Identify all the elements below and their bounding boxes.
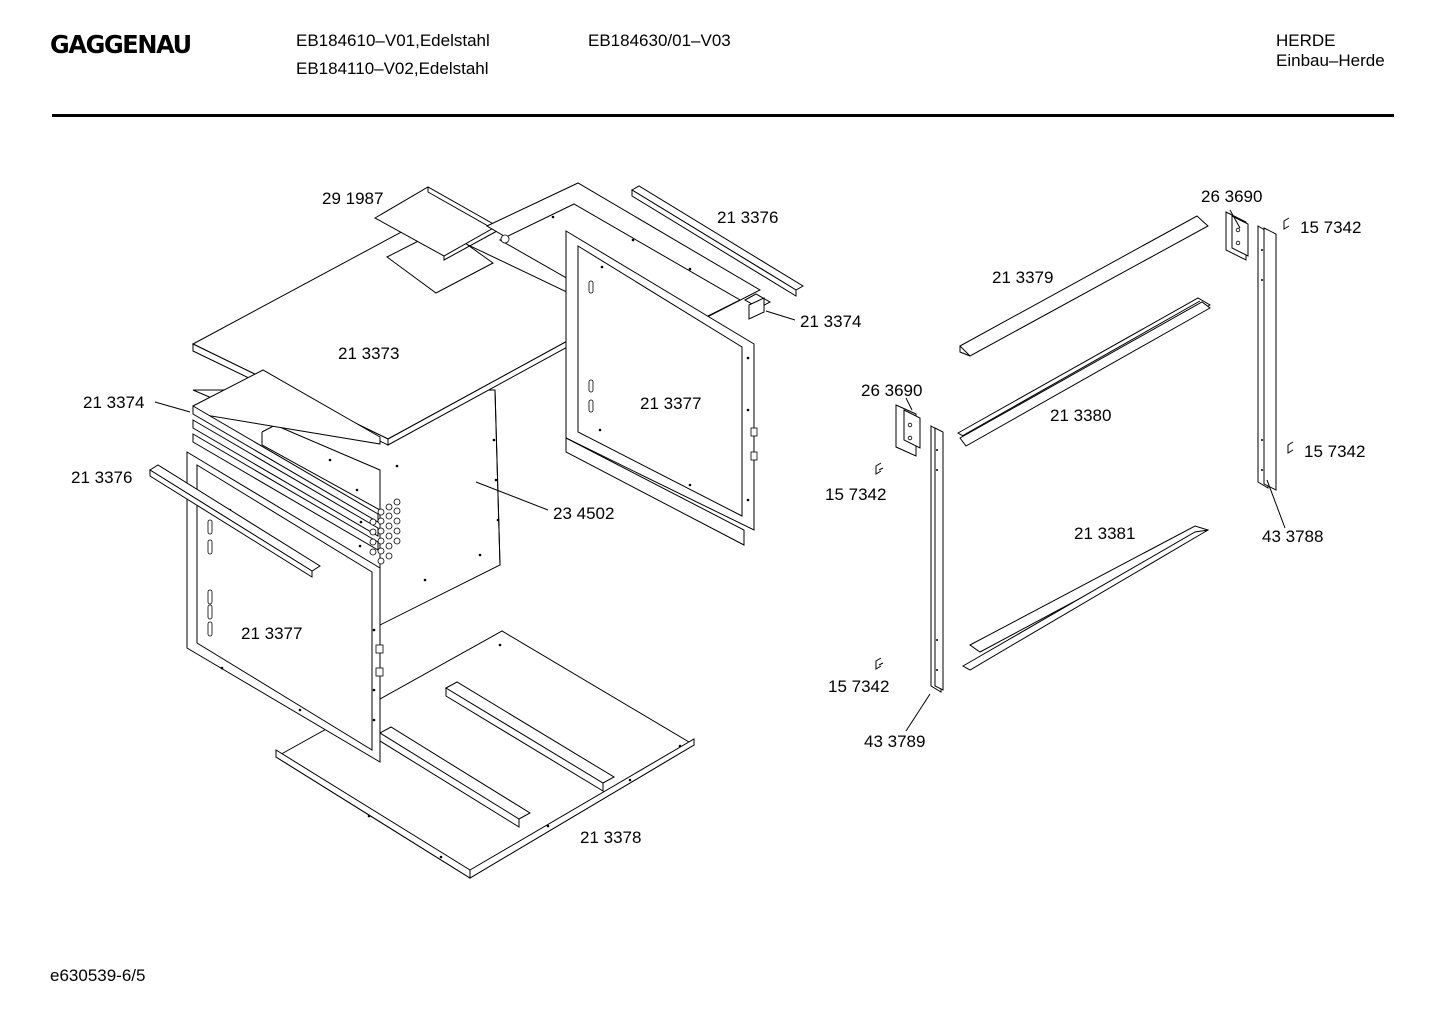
channel-drawing	[956, 297, 1212, 447]
side-panel-right-drawing	[565, 230, 758, 546]
part-label-157342-d: 15 7342	[828, 677, 889, 696]
part-label-433789: 43 3789	[864, 732, 925, 751]
category-subtitle: Einbau–Herde	[1276, 51, 1385, 70]
part-label-263690-left: 26 3690	[861, 381, 922, 400]
part-label-157342-a: 15 7342	[1300, 218, 1361, 237]
hinge-left-drawing	[895, 404, 921, 457]
part-label-234502: 23 4502	[553, 504, 614, 523]
top-trim-drawing	[959, 215, 1209, 357]
rail-right-drawing	[743, 293, 772, 320]
model-line-1: EB184610–V01,Edelstahl	[296, 31, 490, 50]
header-divider	[52, 114, 1394, 117]
model-variant: EB184630/01–V03	[588, 31, 731, 50]
hinge-right-drawing	[1225, 211, 1249, 261]
part-label-157342-c: 15 7342	[825, 485, 886, 504]
part-label-213374-right: 21 3374	[800, 312, 861, 331]
part-label-213381: 21 3381	[1074, 524, 1135, 543]
model-line-2: EB184110–V02,Edelstahl	[296, 59, 489, 78]
part-label-213379: 21 3379	[992, 268, 1053, 287]
strip-right-drawing	[1257, 225, 1277, 491]
rail-top-drawing	[631, 185, 804, 297]
vent-holes-drawing	[369, 498, 401, 565]
part-label-213378: 21 3378	[580, 828, 641, 847]
rail-left-lower-drawing	[149, 464, 321, 578]
part-label-213377-left: 21 3377	[241, 624, 302, 643]
part-label-213374-left: 21 3374	[83, 393, 144, 412]
clip-4-drawing	[875, 657, 884, 670]
clip-3-drawing	[875, 462, 884, 475]
bottom-trim-drawing	[961, 525, 1210, 671]
part-label-157342-b: 15 7342	[1304, 442, 1365, 461]
side-panel-left-drawing	[186, 451, 384, 763]
part-label-433788: 43 3788	[1262, 527, 1323, 546]
part-label-213377-right: 21 3377	[640, 394, 701, 413]
part-label-213376-left: 21 3376	[71, 468, 132, 487]
part-label-263690-right: 26 3690	[1201, 187, 1262, 206]
part-label-213373: 21 3373	[338, 344, 399, 363]
clip-2-drawing	[1287, 441, 1294, 454]
leader-lines	[154, 209, 1286, 732]
part-label-291987: 29 1987	[322, 189, 383, 208]
strip-left-drawing	[930, 425, 944, 693]
part-labels: 29 1987 21 3376 21 3374 21 3373 21 3377 …	[71, 187, 1365, 847]
part-label-213376-top: 21 3376	[717, 208, 778, 227]
document-id: e630539-6/5	[50, 966, 146, 985]
part-label-213380: 21 3380	[1050, 406, 1111, 425]
brand-logo: GAGGENAU	[50, 30, 192, 59]
clip-1-drawing	[1283, 217, 1290, 230]
rail-left-drawing	[192, 369, 381, 551]
category-title: HERDE	[1276, 31, 1336, 50]
